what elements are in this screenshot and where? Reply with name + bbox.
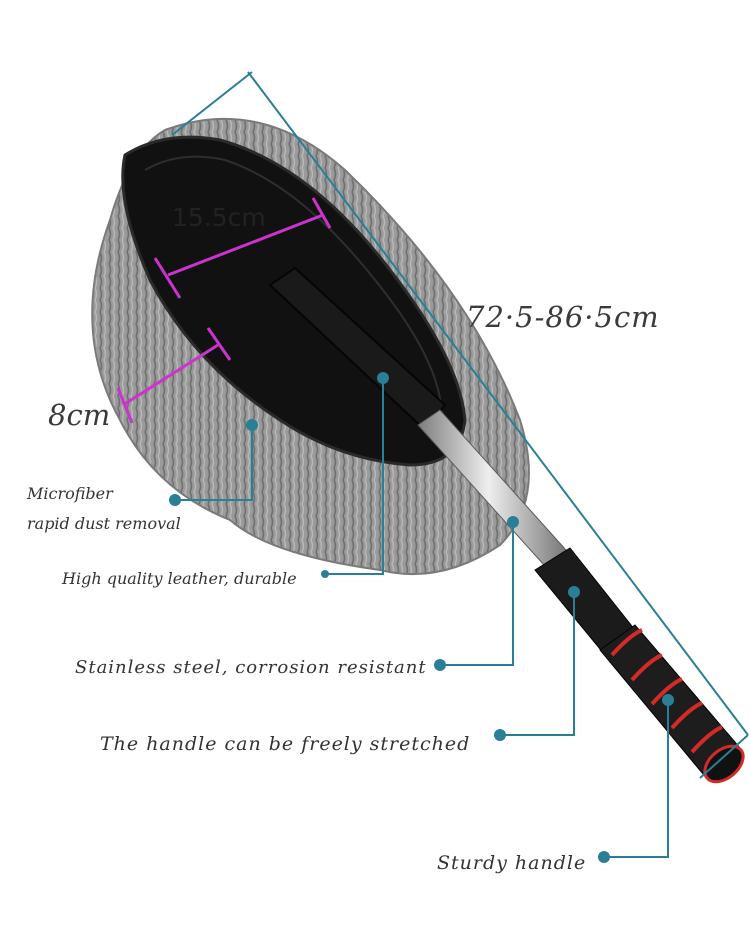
callout-lines bbox=[175, 378, 669, 858]
feature-leather: High quality leather, durable bbox=[62, 569, 297, 588]
width-label: 15.5cm bbox=[172, 203, 266, 232]
callout-dot-icon bbox=[246, 419, 258, 431]
callout-dot-icon bbox=[494, 729, 506, 741]
feature-stretch: The handle can be freely stretched bbox=[100, 733, 471, 755]
callout-dots bbox=[169, 372, 674, 863]
callout-dot-icon bbox=[321, 570, 329, 578]
feature-microfiber-title: Microfiber bbox=[27, 484, 113, 503]
feature-steel: Stainless steel, corrosion resistant bbox=[75, 657, 427, 678]
callout-dot-icon bbox=[598, 851, 610, 863]
depth-dimension-marker bbox=[116, 327, 232, 424]
length-label: 72·5-86·5cm bbox=[466, 300, 660, 334]
callout-dot-icon bbox=[434, 659, 446, 671]
feature-handle: Sturdy handle bbox=[437, 852, 587, 874]
callout-dot-icon bbox=[169, 494, 181, 506]
callout-dot-icon bbox=[507, 516, 519, 528]
callout-dot-icon bbox=[568, 586, 580, 598]
feature-microfiber-desc: rapid dust removal bbox=[27, 514, 181, 533]
callout-dot-icon bbox=[662, 694, 674, 706]
callout-dot-icon bbox=[377, 372, 389, 384]
depth-label: 8cm bbox=[48, 398, 111, 432]
length-dimension-line bbox=[171, 71, 749, 779]
handle-mount bbox=[268, 266, 447, 432]
width-dimension-marker bbox=[153, 197, 332, 299]
